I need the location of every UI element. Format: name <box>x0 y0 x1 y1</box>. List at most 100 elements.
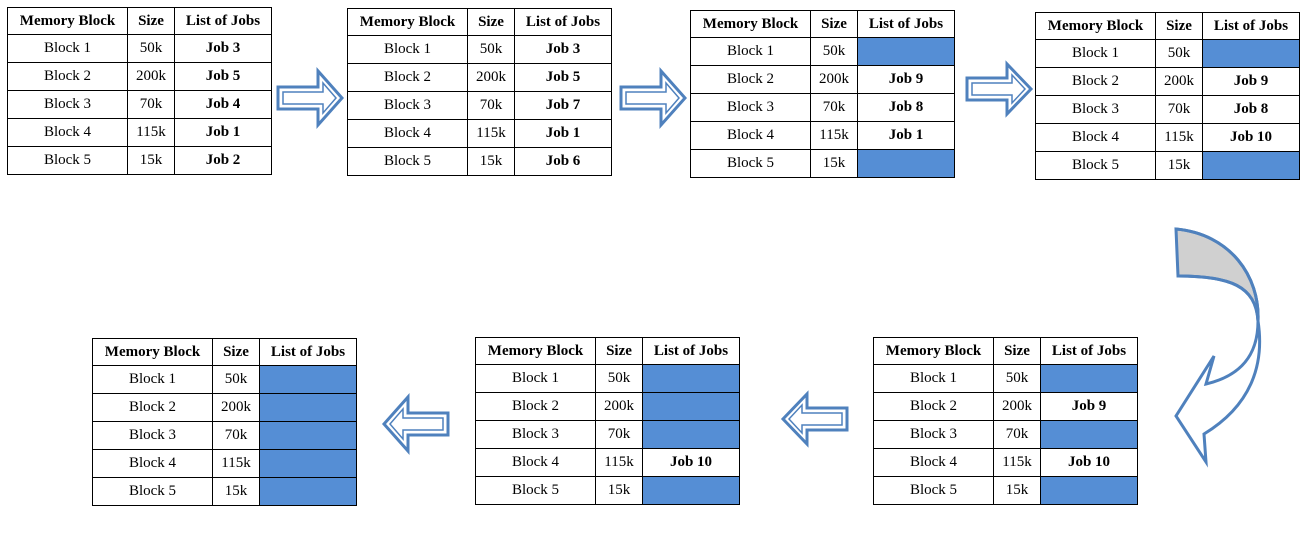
header-size: Size <box>595 337 643 365</box>
empty-job-cell <box>1040 364 1138 393</box>
memory-block-cell: Block 4 <box>475 448 596 477</box>
job-cell: Job 2 <box>174 146 272 175</box>
empty-job-cell <box>642 420 740 449</box>
empty-job-cell <box>259 365 357 394</box>
memory-block-cell: Block 2 <box>873 392 994 421</box>
job-cell: Job 10 <box>1202 123 1300 152</box>
job-cell: Job 5 <box>174 62 272 91</box>
job-cell: Job 3 <box>514 35 612 64</box>
memory-block-cell: Block 1 <box>475 364 596 393</box>
memory-block-cell: Block 3 <box>873 420 994 449</box>
size-cell: 15k <box>127 146 175 175</box>
memory-block-cell: Block 3 <box>1035 95 1156 124</box>
memory-block-cell: Block 5 <box>690 149 811 178</box>
memory-block-cell: Block 4 <box>690 121 811 150</box>
header-size: Size <box>993 337 1041 365</box>
memory-block-cell: Block 4 <box>873 448 994 477</box>
memory-block-cell: Block 3 <box>690 93 811 122</box>
empty-job-cell <box>642 364 740 393</box>
job-cell: Job 1 <box>174 118 272 147</box>
left-arrow-icon-1 <box>780 390 849 448</box>
memory-block-cell: Block 2 <box>1035 67 1156 96</box>
header-block: Memory Block <box>92 338 213 366</box>
memory-block-cell: Block 2 <box>475 392 596 421</box>
memory-block-cell: Block 3 <box>92 421 213 450</box>
memory-block-cell: Block 4 <box>347 119 468 148</box>
size-cell: 15k <box>212 477 260 506</box>
header-jobs: List of Jobs <box>1040 337 1138 365</box>
header-block: Memory Block <box>1035 12 1156 40</box>
memory-block-cell: Block 5 <box>873 476 994 505</box>
job-cell: Job 8 <box>857 93 955 122</box>
size-cell: 200k <box>993 392 1041 421</box>
job-cell: Job 9 <box>857 65 955 94</box>
size-cell: 15k <box>810 149 858 178</box>
size-cell: 200k <box>467 63 515 92</box>
size-cell: 115k <box>212 449 260 478</box>
empty-job-cell <box>259 421 357 450</box>
size-cell: 70k <box>810 93 858 122</box>
job-cell: Job 6 <box>514 147 612 176</box>
empty-job-cell <box>857 37 955 66</box>
header-jobs: List of Jobs <box>174 7 272 35</box>
job-cell: Job 7 <box>514 91 612 120</box>
empty-job-cell <box>259 477 357 506</box>
size-cell: 50k <box>127 34 175 63</box>
job-cell: Job 1 <box>514 119 612 148</box>
empty-job-cell <box>1202 151 1300 180</box>
header-block: Memory Block <box>347 8 468 36</box>
header-block: Memory Block <box>873 337 994 365</box>
memory-block-cell: Block 1 <box>690 37 811 66</box>
job-cell: Job 10 <box>1040 448 1138 477</box>
header-block: Memory Block <box>475 337 596 365</box>
size-cell: 115k <box>127 118 175 147</box>
size-cell: 115k <box>993 448 1041 477</box>
empty-job-cell <box>259 393 357 422</box>
memory-block-cell: Block 1 <box>1035 39 1156 68</box>
left-arrow-icon-2 <box>381 393 450 455</box>
header-jobs: List of Jobs <box>857 10 955 38</box>
memory-block-cell: Block 4 <box>92 449 213 478</box>
memory-block-cell: Block 3 <box>347 91 468 120</box>
size-cell: 70k <box>595 420 643 449</box>
job-cell: Job 1 <box>857 121 955 150</box>
size-cell: 115k <box>467 119 515 148</box>
header-size: Size <box>810 10 858 38</box>
empty-job-cell <box>1202 39 1300 68</box>
header-size: Size <box>127 7 175 35</box>
memory-block-cell: Block 5 <box>92 477 213 506</box>
header-jobs: List of Jobs <box>259 338 357 366</box>
size-cell: 50k <box>993 364 1041 393</box>
size-cell: 115k <box>595 448 643 477</box>
size-cell: 50k <box>810 37 858 66</box>
memory-block-cell: Block 2 <box>690 65 811 94</box>
